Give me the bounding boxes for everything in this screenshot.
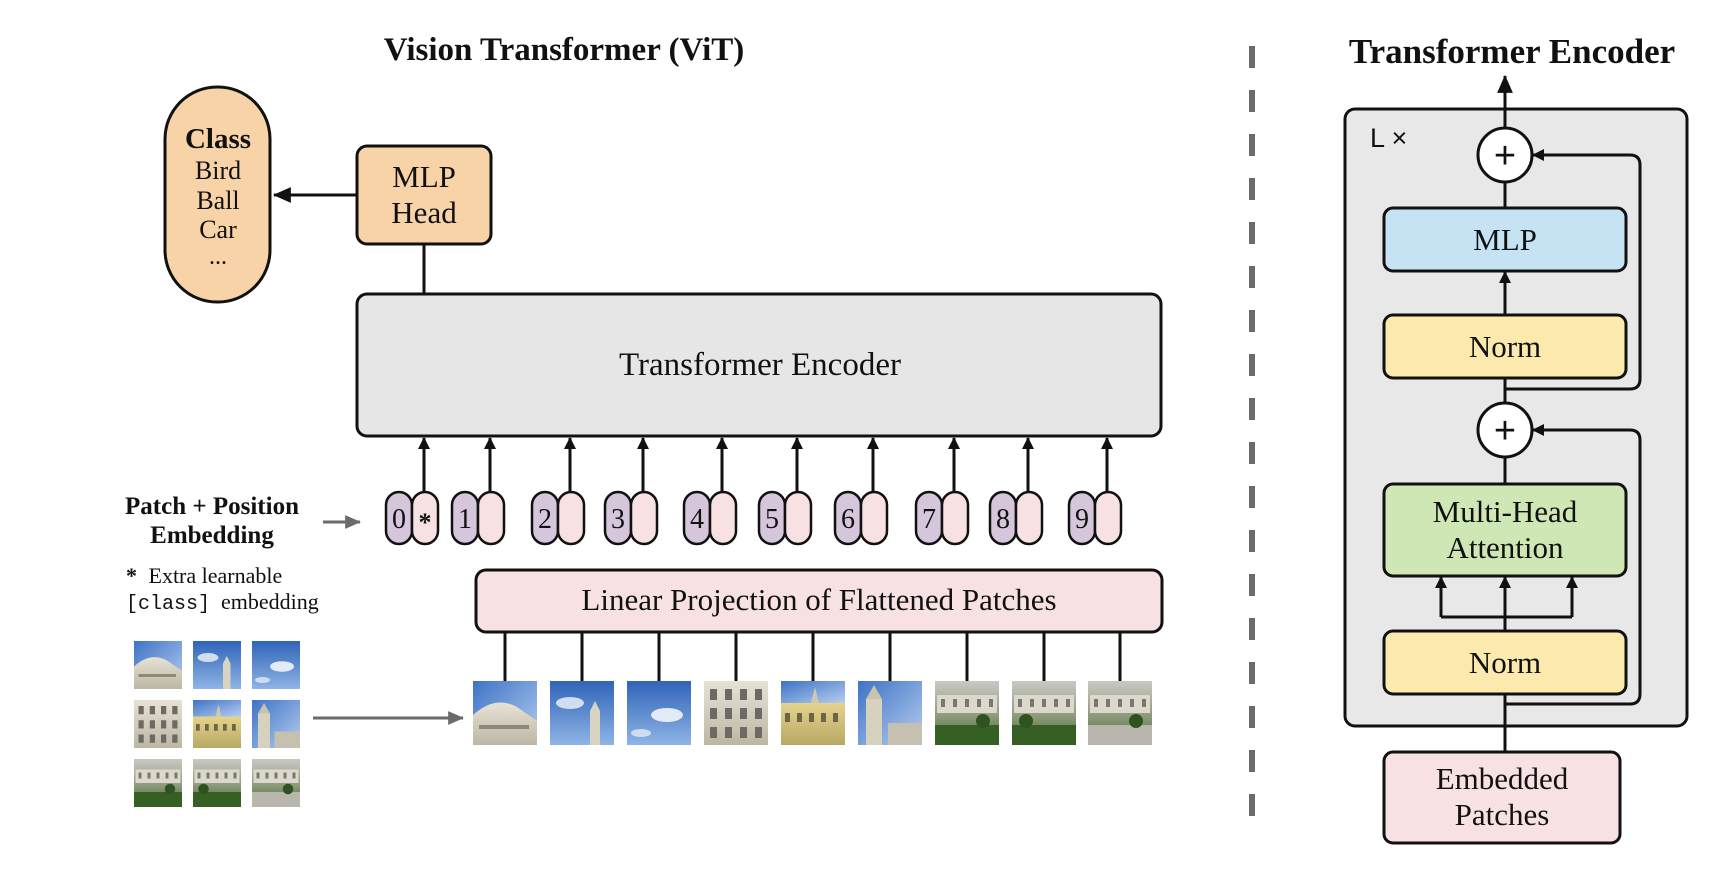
- token-3: 3: [603, 437, 659, 546]
- mlp-block-label: MLP: [1473, 222, 1537, 257]
- token-index: 0: [392, 504, 406, 535]
- norm-lower-label: Norm: [1469, 645, 1541, 680]
- embedded-label-line2: Patches: [1455, 797, 1550, 832]
- patch-image-1: [473, 681, 537, 745]
- patch-image-3: [627, 681, 691, 745]
- token-index: 3: [611, 504, 625, 535]
- grid-patch-7: [134, 759, 182, 807]
- token-8: 8: [988, 437, 1044, 546]
- grid-patch-5: [193, 700, 241, 748]
- token-index: 6: [841, 504, 855, 535]
- mha-label-line2: Attention: [1446, 530, 1564, 565]
- encoder-label: Transformer Encoder: [619, 347, 901, 383]
- norm-block-lower: [1382, 629, 1628, 696]
- linear-projection-box: Linear Projection of Flattened Patches: [474, 568, 1164, 634]
- residual-add-upper: [1476, 126, 1534, 184]
- patch-embedding-pill: [708, 490, 738, 546]
- embedding-label-line2: Embedding: [150, 522, 274, 549]
- token-index: 4: [690, 504, 704, 535]
- class-item-ball: Ball: [196, 186, 239, 215]
- mha-block: [1382, 482, 1628, 578]
- patch-image-2: [550, 681, 614, 745]
- grid-patch-6: [252, 700, 300, 748]
- mha-label-line1: Multi-Head: [1433, 494, 1578, 529]
- patch-image-7: [935, 681, 999, 745]
- patch-image-4: [704, 681, 768, 745]
- patch-image-8: [1012, 681, 1076, 745]
- token-index: 7: [922, 504, 936, 535]
- patch-image-5: [781, 681, 845, 745]
- norm-upper-label: Norm: [1469, 329, 1541, 364]
- mlp-head-box: MLP Head: [355, 144, 493, 246]
- patch-embedding-pill: [1014, 490, 1044, 546]
- token-7: 7: [914, 437, 970, 546]
- grid-patch-9: [252, 759, 300, 807]
- extra-note-text1: Extra learnable: [149, 563, 283, 588]
- add-lower-symbol: +: [1494, 410, 1516, 452]
- grid-patch-4: [134, 700, 182, 748]
- encoder-shape: [355, 292, 1163, 438]
- token-index: 9: [1075, 504, 1089, 535]
- token-6: 6: [833, 437, 889, 546]
- transformer-encoder-box: Transformer Encoder: [355, 292, 1163, 438]
- class-box-shape: [163, 85, 272, 304]
- linear-projection-label: Linear Projection of Flattened Patches: [581, 582, 1056, 617]
- residual-add-lower: [1476, 401, 1534, 459]
- patch-embedding-pill: [476, 490, 506, 546]
- class-output-box: Class Bird Ball Car ...: [163, 85, 272, 304]
- patch-embedding-pill: [629, 490, 659, 546]
- patch-embedding-pill: [783, 490, 813, 546]
- token-2: 2: [530, 437, 586, 546]
- class-item-bird: Bird: [195, 156, 241, 185]
- token-index: 1: [458, 504, 472, 535]
- mlp-block: [1382, 206, 1628, 273]
- extra-note-line1: * Extra learnable: [126, 563, 282, 588]
- encoder-detail-title: Transformer Encoder: [1349, 32, 1675, 71]
- linear-projection-shape: [474, 568, 1164, 634]
- token-1: 1: [450, 437, 506, 546]
- vit-title: Vision Transformer (ViT): [384, 32, 745, 68]
- class-token-star: *: [419, 508, 432, 537]
- extra-note-code: [class]: [126, 593, 210, 616]
- norm-block-upper: [1382, 313, 1628, 380]
- patch-embedding-pill: [1093, 490, 1123, 546]
- class-item-ellipsis: ...: [209, 244, 227, 270]
- add-upper-symbol: +: [1494, 135, 1516, 177]
- patch-embedding-pill: [940, 490, 970, 546]
- token-index: 2: [538, 504, 552, 535]
- token-0: 0*: [384, 437, 440, 546]
- patch-embedding-pill: [410, 490, 440, 546]
- residual-connection-lower: [1505, 424, 1642, 706]
- extra-note-text2: embedding: [221, 589, 319, 614]
- patch-embedding-pill: [859, 490, 889, 546]
- embedded-patches-block: [1382, 750, 1622, 845]
- grid-patch-3: [252, 641, 300, 689]
- grid-patch-2: [193, 641, 241, 689]
- image-patch-grid: [134, 641, 300, 807]
- class-item-car: Car: [199, 215, 237, 244]
- token-5: 5: [757, 437, 813, 546]
- token-index: 5: [765, 504, 779, 535]
- patch-image-6: [858, 681, 922, 745]
- embedded-label-line1: Embedded: [1436, 761, 1569, 796]
- token-4: 4: [682, 437, 738, 546]
- token-index: 8: [996, 504, 1010, 535]
- residual-connection-upper: [1505, 149, 1642, 391]
- token-9: 9: [1067, 437, 1123, 546]
- embedding-label-line1: Patch + Position: [125, 493, 299, 520]
- mlp-head-line1: MLP: [392, 159, 456, 194]
- patch-embedding-pill: [556, 490, 586, 546]
- extra-note-line2: [class] embedding: [126, 589, 319, 616]
- repeat-label: L ×: [1370, 123, 1407, 153]
- grid-patch-1: [134, 641, 182, 689]
- mlp-head-line2: Head: [391, 195, 457, 230]
- patch-image-9: [1088, 681, 1152, 745]
- grid-patch-8: [193, 759, 241, 807]
- flattened-patch-sequence: [473, 681, 1152, 745]
- class-heading: Class: [185, 123, 251, 155]
- extra-note-star: *: [126, 563, 137, 588]
